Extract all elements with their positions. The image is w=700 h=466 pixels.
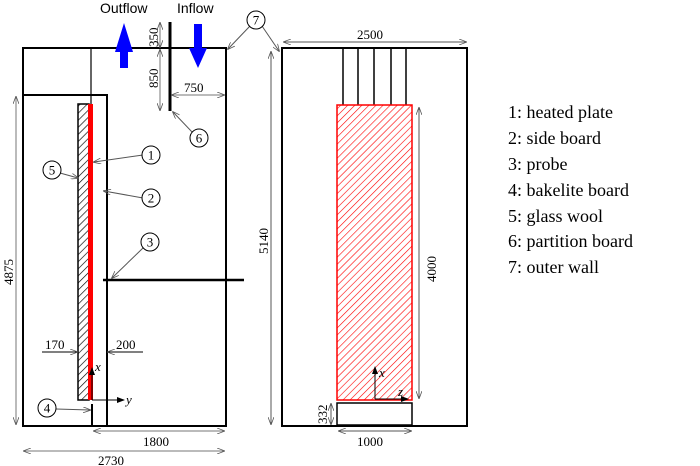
bakelite-board-front (336, 402, 413, 426)
dim-350: 350 (146, 28, 161, 48)
heated-plate (88, 104, 93, 400)
svg-text:7: 7 (253, 13, 260, 28)
svg-text:3: 3 (147, 235, 154, 250)
callout-5: 5 (42, 160, 78, 180)
inflow-arrow-icon (189, 24, 207, 68)
x-axis-label: x (94, 359, 101, 374)
callout-6: 6 (173, 112, 209, 148)
svg-text:5: 5 (49, 163, 56, 178)
legend-item: 7: outer wall (508, 257, 599, 277)
svg-text:6: 6 (196, 131, 203, 146)
legend: 1: heated plate 2: side board 3: probe 4… (508, 102, 633, 277)
outflow-arrow-icon (115, 23, 133, 68)
legend-item: 2: side board (508, 128, 601, 148)
dim-2730: 2730 (98, 453, 124, 466)
outer-wall (22, 47, 227, 427)
hanger-lines (342, 48, 407, 105)
dim-200: 200 (116, 337, 136, 352)
dim-850: 850 (146, 69, 161, 89)
side-board (23, 94, 108, 426)
side-view: Outflow Inflow 350 850 750 4875 170 200 … (1, 0, 279, 466)
heated-plate-front (336, 104, 413, 401)
legend-item: 3: probe (508, 154, 567, 174)
y-axis-label: y (124, 392, 132, 407)
dim-2500: 2500 (357, 27, 383, 42)
dim-332: 332 (315, 405, 330, 425)
callout-7: 7 (228, 10, 279, 51)
callout-4: 4 (37, 398, 90, 418)
dim-750: 750 (184, 80, 204, 95)
callout-2: 2 (104, 188, 161, 208)
dim-1800: 1800 (143, 434, 169, 449)
dim-4000: 4000 (424, 256, 439, 282)
callout-1: 1 (94, 145, 161, 165)
front-view: 2500 5140 4000 332 1000 x z (256, 27, 468, 449)
outflow-label: Outflow (100, 0, 148, 16)
dim-1000: 1000 (357, 434, 383, 449)
svg-text:2: 2 (148, 191, 155, 206)
x-axis-label-front: x (378, 365, 385, 380)
dim-170: 170 (45, 337, 65, 352)
dim-5140: 5140 (256, 228, 271, 254)
legend-item: 5: glass wool (508, 206, 603, 226)
dim-4875: 4875 (1, 259, 16, 285)
legend-item: 6: partition board (508, 231, 633, 251)
svg-text:1: 1 (148, 148, 155, 163)
glass-wool (77, 103, 90, 401)
inflow-label: Inflow (177, 0, 214, 16)
legend-item: 1: heated plate (508, 102, 613, 122)
z-axis-label: z (397, 384, 403, 399)
legend-item: 4: bakelite board (508, 180, 629, 200)
svg-text:4: 4 (44, 401, 51, 416)
callout-3: 3 (112, 232, 160, 278)
